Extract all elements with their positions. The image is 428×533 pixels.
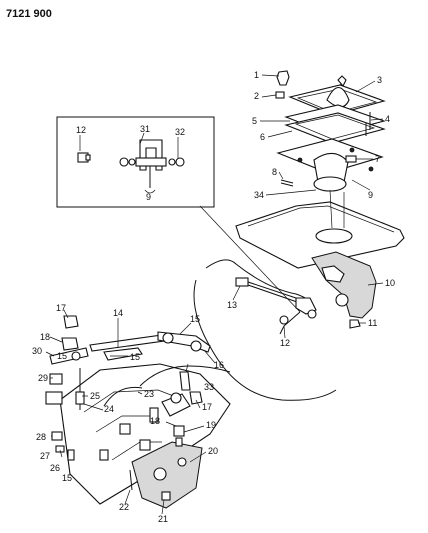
- callout-9-inset: 9: [146, 192, 151, 202]
- callout-15-mid: 15: [130, 352, 140, 362]
- linkage-assembly: [45, 315, 231, 509]
- callout-16: 16: [214, 360, 224, 370]
- callout-29: 29: [38, 373, 48, 383]
- callout-32: 32: [175, 127, 185, 137]
- callout-2: 2: [254, 91, 259, 101]
- callout-17-right: 17: [202, 402, 212, 412]
- callout-20: 20: [208, 446, 218, 456]
- shifter-bracket-assembly: [193, 251, 377, 401]
- callout-7: 7: [375, 154, 380, 164]
- callout-15-left: 15: [57, 351, 67, 361]
- callout-18-left: 18: [40, 332, 50, 342]
- callout-21: 21: [158, 514, 168, 524]
- callout-4: 4: [385, 114, 390, 124]
- callout-12: 12: [280, 338, 290, 348]
- callout-12-inset: 12: [76, 125, 86, 135]
- callout-17-left: 17: [56, 303, 66, 313]
- callout-6: 6: [260, 132, 265, 142]
- callout-3: 3: [377, 75, 382, 85]
- callout-26: 26: [50, 463, 60, 473]
- callout-25: 25: [90, 391, 100, 401]
- callout-18-center: 18: [150, 416, 160, 426]
- callout-19: 19: [206, 420, 216, 430]
- callout-30: 30: [32, 346, 42, 356]
- callout-23: 23: [144, 389, 154, 399]
- callout-13: 13: [227, 300, 237, 310]
- callout-9: 9: [368, 190, 373, 200]
- diagram-code: 7121 900: [6, 8, 52, 20]
- inset-detail-box: [56, 116, 215, 208]
- callout-1: 1: [254, 70, 259, 80]
- callout-labels: 1 2 3 4 5 6 7 8 9 34 31 32 12 9 10 11 12…: [32, 70, 395, 524]
- callout-15-top: 15: [190, 314, 200, 324]
- callout-11: 11: [368, 318, 377, 328]
- callout-24: 24: [104, 404, 114, 414]
- callout-5: 5: [252, 116, 257, 126]
- callout-10: 10: [385, 278, 395, 288]
- callout-15-bottom: 15: [62, 473, 72, 483]
- callout-33: 33: [204, 382, 214, 392]
- callout-14: 14: [113, 308, 123, 318]
- callout-31: 31: [140, 124, 150, 134]
- shifter-boot-assembly: [235, 70, 405, 269]
- callout-34: 34: [254, 190, 264, 200]
- leader-connector: [199, 205, 301, 313]
- callout-28: 28: [36, 432, 46, 442]
- callout-27: 27: [40, 451, 50, 461]
- callout-22: 22: [119, 502, 129, 512]
- leader-lines: [45, 74, 384, 515]
- callout-8: 8: [272, 167, 277, 177]
